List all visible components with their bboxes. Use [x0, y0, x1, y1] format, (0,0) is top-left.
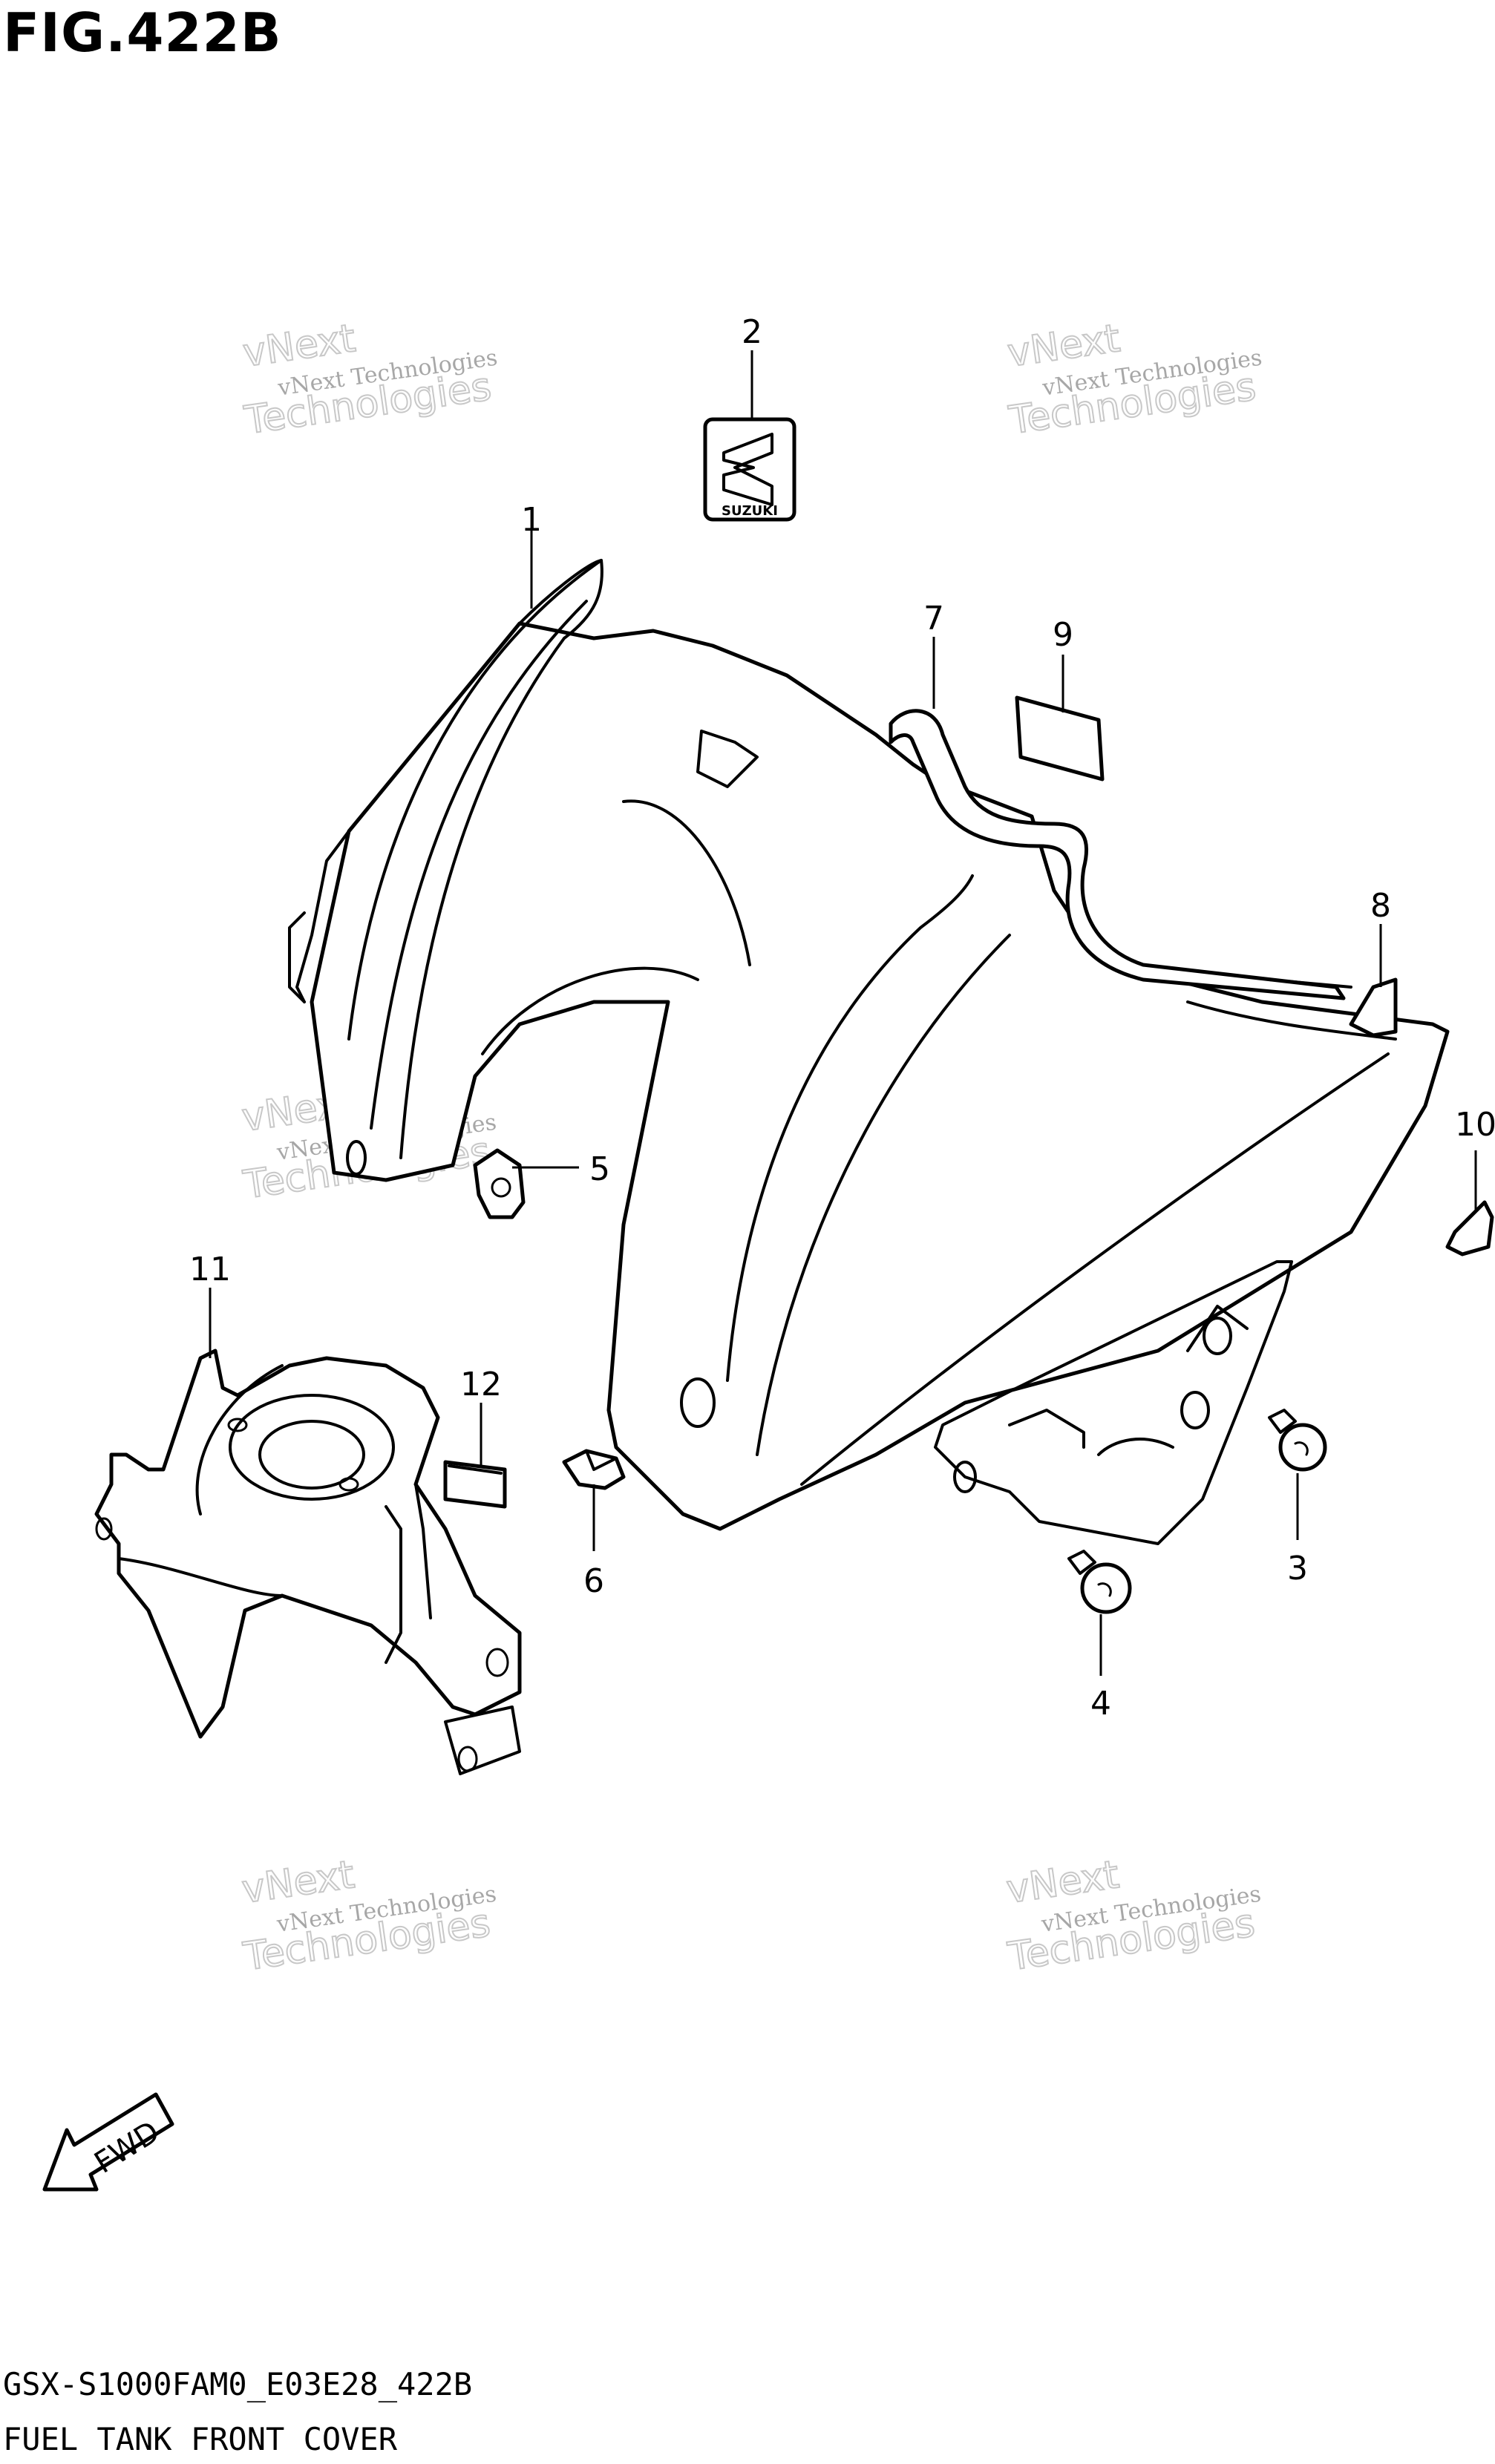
part-6-push-rivet — [562, 1449, 626, 1490]
callout-10: 10 — [1455, 1106, 1495, 1144]
watermark-bottom-right: vNext Technologies vNext Technologies — [1003, 1852, 1263, 1980]
figure-title: FIG.422B — [3, 1, 282, 64]
callout-11: 11 — [189, 1251, 231, 1288]
callout-5: 5 — [589, 1150, 610, 1188]
watermark-top-right: vNext Technologies vNext Technologies — [1004, 315, 1264, 444]
watermark-bottom-left: vNext Technologies vNext Technologies — [238, 1852, 498, 1980]
part-4-screw — [1067, 1550, 1132, 1614]
callout-9: 9 — [1053, 616, 1073, 654]
part-7-trim-strip — [889, 709, 1352, 1000]
part-9-pad — [1015, 695, 1105, 782]
watermark-top-left: vNext Technologies vNext Technologies — [240, 315, 500, 444]
callout-4: 4 — [1090, 1685, 1111, 1723]
callout-7: 7 — [923, 600, 944, 638]
part-2-suzuki-emblem: SUZUKI — [703, 417, 796, 522]
callouts: 1 2 3 4 5 6 7 8 9 10 11 12 — [189, 313, 1495, 1723]
part-3-screw — [1268, 1409, 1327, 1472]
callout-12: 12 — [460, 1366, 502, 1403]
part-11-inner-cover — [94, 1349, 522, 1775]
callout-8: 8 — [1370, 887, 1391, 925]
emblem-text: SUZUKI — [722, 503, 778, 519]
section-name: FUEL TANK FRONT COVER — [3, 2421, 398, 2457]
model-code: GSX-S1000FAM0_E03E28_422B — [3, 2366, 473, 2402]
callout-6: 6 — [583, 1562, 604, 1600]
callout-3: 3 — [1287, 1550, 1308, 1587]
callout-1: 1 — [521, 501, 542, 539]
callout-2: 2 — [742, 313, 762, 351]
part-1-front-cover — [288, 559, 1450, 1545]
part-10-side-clip — [1445, 1200, 1494, 1256]
part-12-pad — [443, 1460, 507, 1509]
part-5-nut-clip — [473, 1148, 526, 1219]
fwd-arrow: FWD — [42, 2092, 174, 2192]
part-8-clip — [1349, 977, 1398, 1038]
